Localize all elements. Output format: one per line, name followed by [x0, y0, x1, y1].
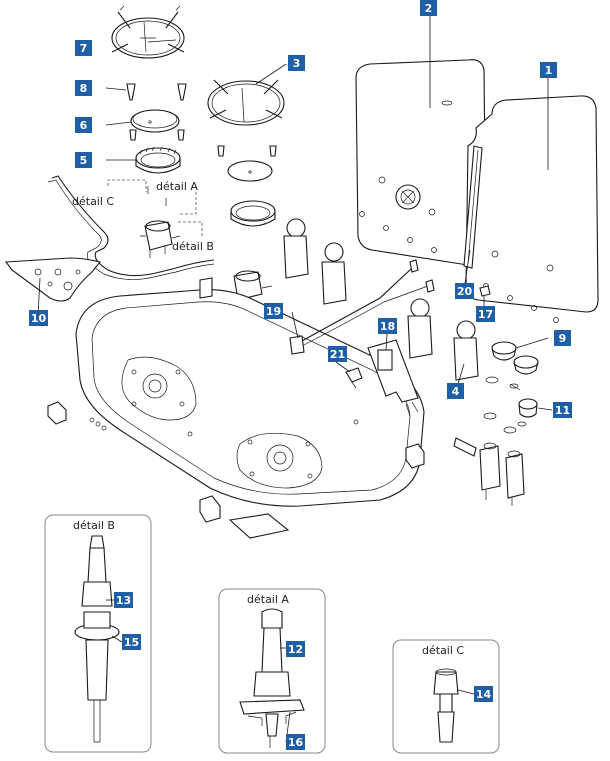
- part-labels: 1 2 3 4 5 6 7 8 9 10 11 12 13 14 15 16 1…: [29, 0, 572, 750]
- svg-text:1: 1: [545, 64, 553, 77]
- part-label-7: 7: [75, 40, 92, 56]
- svg-text:2: 2: [425, 2, 433, 15]
- ignition-unit: [367, 339, 419, 417]
- caption-detail-b-box: détail B: [73, 519, 115, 532]
- part-label-1: 1: [540, 62, 557, 78]
- svg-text:6: 6: [80, 119, 88, 132]
- part-label-2: 2: [420, 0, 437, 16]
- svg-text:8: 8: [80, 82, 88, 95]
- flame-failure-devices: [283, 218, 479, 381]
- svg-text:9: 9: [559, 332, 567, 345]
- burner-body-middle: [233, 270, 273, 301]
- pan-support-top: [111, 5, 185, 59]
- svg-text:13: 13: [116, 594, 131, 607]
- svg-text:5: 5: [80, 154, 88, 167]
- svg-text:12: 12: [288, 643, 303, 656]
- burner-body-left: [140, 220, 181, 258]
- detail-c-injector: [433, 668, 459, 743]
- caption-detail-c-box: détail C: [422, 644, 464, 657]
- spark-switch: [345, 367, 363, 389]
- gas-taps: [453, 437, 525, 506]
- glass-lid-right: [465, 95, 599, 313]
- svg-text:16: 16: [288, 736, 304, 749]
- insulation-pad: [228, 513, 290, 539]
- svg-text:7: 7: [80, 42, 88, 55]
- wiring-harness: [289, 259, 435, 355]
- svg-text:15: 15: [124, 636, 139, 649]
- part-label-20: 20: [455, 283, 474, 299]
- part-label-6: 6: [75, 117, 92, 133]
- part-label-4: 4: [447, 383, 464, 399]
- detail-b-thermocouple: [74, 535, 120, 743]
- drip-pan: [75, 289, 425, 507]
- svg-text:3: 3: [293, 57, 301, 70]
- part-label-5: 5: [75, 152, 92, 168]
- part-label-9: 9: [554, 330, 571, 346]
- part-label-14: 14: [474, 686, 493, 702]
- part-label-13: 13: [114, 592, 133, 608]
- burner-cap: [130, 109, 273, 182]
- svg-text:19: 19: [266, 305, 281, 318]
- svg-text:21: 21: [330, 348, 345, 361]
- mounting-clips: [47, 277, 425, 523]
- svg-text:11: 11: [555, 404, 570, 417]
- svg-text:18: 18: [380, 320, 395, 333]
- caption-detail-b-main: détail B: [172, 240, 214, 253]
- part-label-17: 17: [476, 306, 495, 322]
- caption-detail-a-main: détail A: [156, 180, 198, 193]
- burner-crown: [135, 146, 276, 227]
- retaining-clip: [479, 285, 491, 297]
- part-label-3: 3: [288, 55, 305, 71]
- svg-text:4: 4: [452, 385, 460, 398]
- detail-reference-lines: [107, 179, 203, 236]
- pan-support-middle: [207, 79, 285, 126]
- detail-a-electrode: [239, 608, 305, 748]
- part-label-15: 15: [122, 634, 141, 650]
- part-label-21: 21: [328, 346, 347, 362]
- svg-text:10: 10: [31, 312, 47, 325]
- part-label-8: 8: [75, 80, 92, 96]
- part-label-11: 11: [553, 402, 572, 418]
- hinge-bar: [463, 145, 483, 269]
- screws: [126, 83, 277, 157]
- part-label-19: 19: [264, 303, 283, 319]
- part-label-18: 18: [378, 318, 397, 334]
- caption-detail-a-box: détail A: [247, 593, 289, 606]
- part-label-16: 16: [286, 734, 305, 750]
- svg-text:14: 14: [476, 688, 492, 701]
- piezo-button: [518, 398, 538, 418]
- control-knobs: [483, 341, 539, 434]
- svg-text:17: 17: [478, 308, 493, 321]
- part-label-10: 10: [29, 310, 48, 326]
- caption-detail-c-main: détail C: [72, 195, 114, 208]
- part-label-12: 12: [286, 641, 305, 657]
- svg-text:20: 20: [457, 285, 473, 298]
- burner-bracket: [4, 257, 101, 302]
